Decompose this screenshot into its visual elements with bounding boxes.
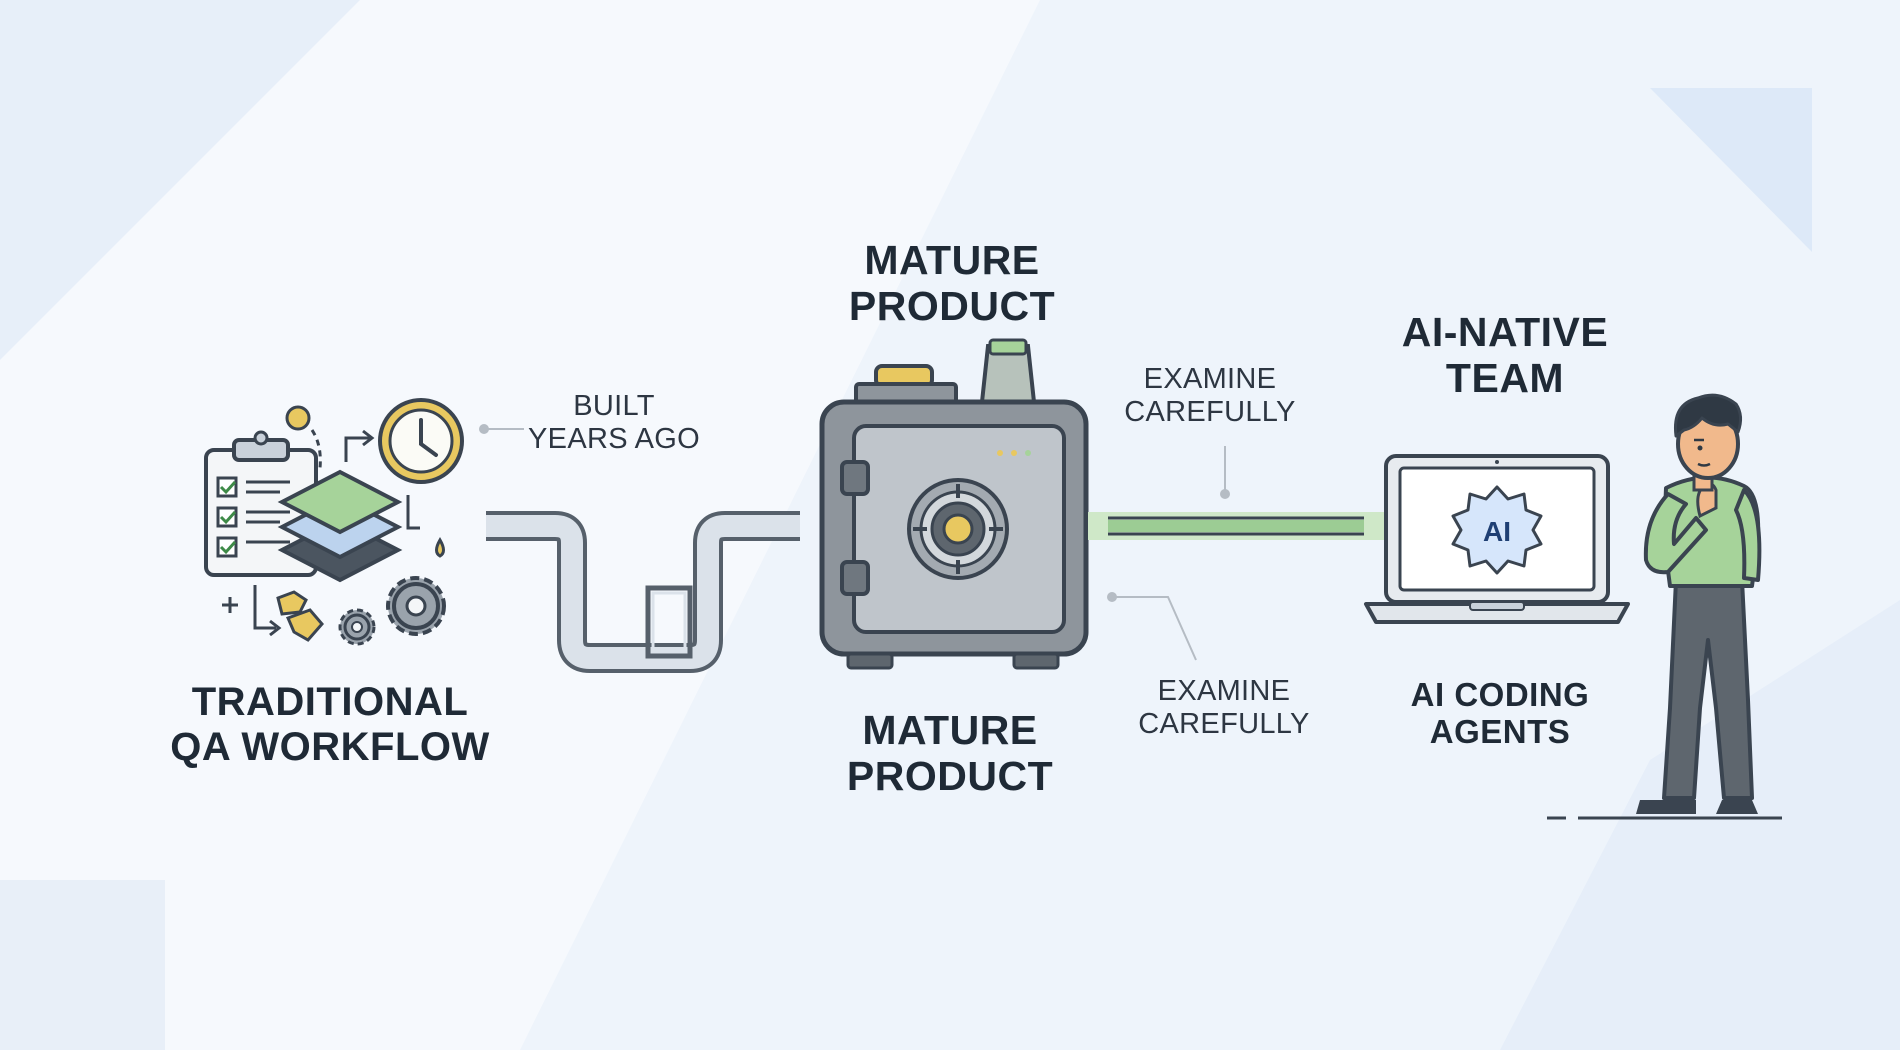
mature-top-line-1: MATURE xyxy=(864,237,1040,283)
ai-native-team-label: AI-NATIVE TEAM xyxy=(1370,309,1640,402)
examine-carefully-bottom-note: EXAMINE CAREFULLY xyxy=(1114,675,1334,741)
ai-coding-line-1: AI CODING xyxy=(1410,676,1590,713)
built-line-1: BUILT xyxy=(573,390,655,422)
clipboard-checklist-icon xyxy=(204,430,318,577)
ai-chip-icon: AI xyxy=(1451,485,1543,575)
ai-coding-line-2: AGENTS xyxy=(1429,712,1571,750)
legacy-pipe xyxy=(486,511,800,673)
traditional-line-1: TRADITIONAL xyxy=(191,680,469,724)
examine-bottom-leader xyxy=(1114,596,1197,661)
mature-top-line-2: PRODUCT xyxy=(848,282,1056,329)
thinking-person-icon xyxy=(1547,393,1782,820)
clock-icon xyxy=(378,398,464,484)
ai-native-line-1: AI-NATIVE xyxy=(1401,309,1609,355)
dot-icon xyxy=(285,405,311,431)
ai-native-line-2: TEAM xyxy=(1445,354,1565,401)
mature-bottom-line-2: PRODUCT xyxy=(846,752,1054,799)
examine-bottom-line-1: EXAMINE xyxy=(1157,675,1291,707)
safe-vault-icon xyxy=(819,338,1089,670)
workflow-icon-cluster xyxy=(204,398,464,646)
traditional-qa-workflow-label: TRADITIONAL QA WORKFLOW xyxy=(160,680,500,770)
green-connector xyxy=(1088,512,1384,540)
traditional-line-2: QA WORKFLOW xyxy=(170,724,490,769)
ai-chip-label: AI xyxy=(1483,516,1511,547)
examine-top-line-2: CAREFULLY xyxy=(1124,396,1296,429)
ai-coding-agents-label: AI CODING AGENTS xyxy=(1380,676,1620,751)
puzzle-piece-icon xyxy=(276,590,324,642)
mature-product-top-label: MATURE PRODUCT xyxy=(812,237,1092,330)
mature-product-bottom-label: MATURE PRODUCT xyxy=(810,707,1090,800)
examine-top-line-1: EXAMINE xyxy=(1143,363,1277,395)
mature-bottom-line-1: MATURE xyxy=(862,707,1038,753)
examine-bottom-line-2: CAREFULLY xyxy=(1138,708,1310,741)
gear-icon xyxy=(338,576,446,646)
built-years-ago-note: BUILT YEARS AGO xyxy=(514,390,714,456)
built-line-2: YEARS AGO xyxy=(528,423,700,456)
layers-stack-icon xyxy=(277,469,403,583)
examine-carefully-top-note: EXAMINE CAREFULLY xyxy=(1100,363,1320,429)
